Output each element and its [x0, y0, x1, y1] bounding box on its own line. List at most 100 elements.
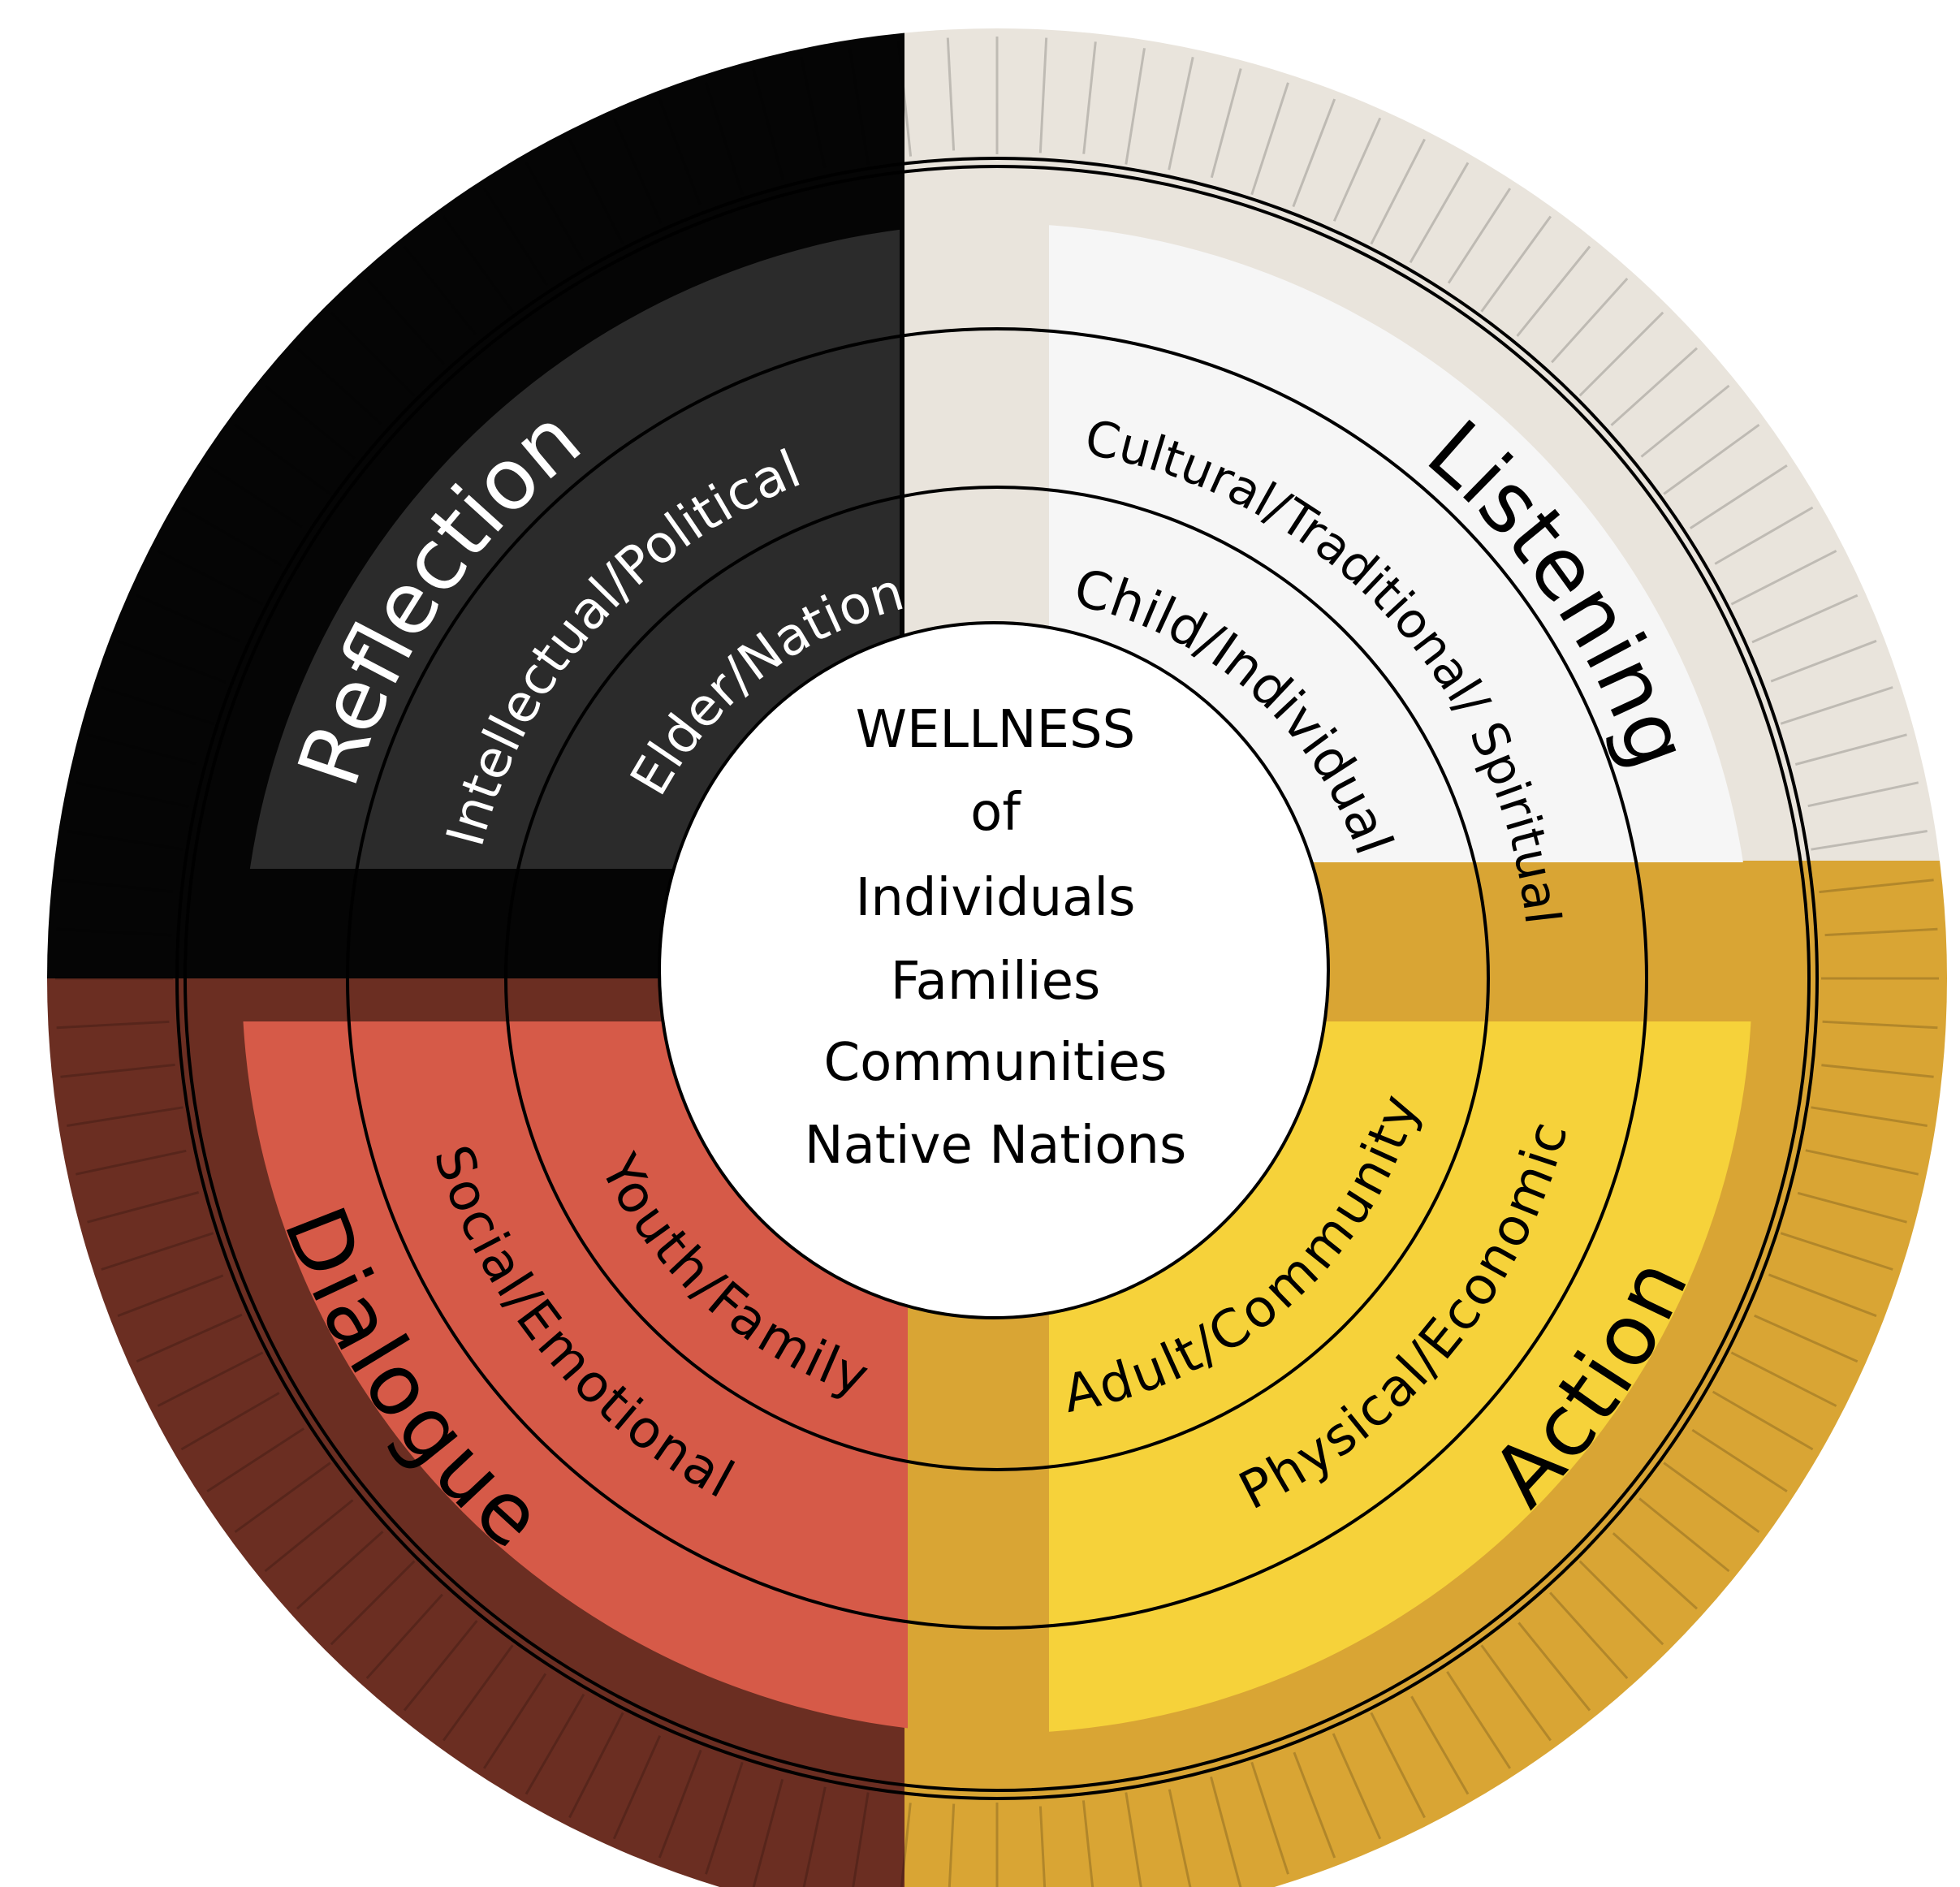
- texture-stroke: [1811, 1106, 1928, 1127]
- texture-stroke: [234, 423, 331, 495]
- texture-stroke: [56, 927, 172, 937]
- texture-stroke: [897, 1803, 912, 1887]
- texture-stroke: [330, 1560, 416, 1646]
- texture-stroke: [157, 1351, 264, 1407]
- texture-stroke: [1770, 639, 1877, 683]
- texture-stroke: [1610, 347, 1699, 426]
- center-line-individuals: Individuals: [855, 868, 1135, 928]
- texture-stroke: [612, 117, 663, 224]
- texture-stroke: [1797, 1191, 1907, 1224]
- texture-stroke: [403, 245, 477, 335]
- center-line-native-nations: Native Nations: [805, 1116, 1187, 1176]
- texture-stroke: [56, 1020, 170, 1030]
- texture-stroke: [1663, 423, 1760, 495]
- texture-stroke: [1822, 1020, 1938, 1030]
- texture-stroke: [1578, 311, 1664, 397]
- texture-stroke: [365, 277, 445, 365]
- texture-stroke: [60, 1063, 175, 1078]
- texture-stroke: [264, 1499, 354, 1573]
- texture-stroke: [1689, 464, 1788, 529]
- texture-stroke: [1210, 68, 1242, 179]
- texture-stroke: [101, 686, 214, 725]
- texture-stroke: [946, 1803, 956, 1887]
- texture-stroke: [1250, 1761, 1289, 1875]
- texture-stroke: [180, 506, 283, 567]
- texture-stroke: [1640, 384, 1730, 458]
- texture-stroke: [525, 162, 584, 261]
- texture-stroke: [206, 464, 303, 529]
- texture-stroke: [1480, 215, 1552, 313]
- texture-stroke: [136, 1313, 243, 1363]
- texture-stroke: [1293, 1751, 1336, 1859]
- texture-stroke: [1819, 879, 1934, 894]
- center-line-of: of: [970, 783, 1021, 843]
- texture-stroke: [1409, 162, 1470, 264]
- texture-stroke: [752, 68, 784, 181]
- texture-stroke: [1730, 550, 1837, 606]
- texture-stroke: [1612, 1532, 1699, 1610]
- texture-stroke: [60, 879, 173, 893]
- texture-stroke: [1332, 117, 1382, 222]
- texture-stroke: [658, 1749, 702, 1859]
- texture-stroke: [1125, 48, 1146, 165]
- texture-stroke: [1292, 98, 1336, 208]
- texture-stroke: [1038, 1806, 1048, 1887]
- texture-stroke: [1516, 245, 1591, 337]
- texture-stroke: [67, 1106, 183, 1127]
- texture-stroke: [1663, 1462, 1760, 1534]
- texture-stroke: [157, 550, 264, 606]
- texture-stroke: [1754, 1314, 1859, 1363]
- texture-stroke: [1210, 1776, 1242, 1887]
- rings: [175, 157, 1819, 1800]
- texture-stroke: [897, 41, 913, 157]
- texture-stroke: [1768, 1273, 1877, 1318]
- texture-stroke: [1250, 82, 1289, 196]
- texture-stroke: [234, 1462, 331, 1534]
- texture-stroke: [75, 1149, 187, 1176]
- texture-stroke: [296, 1531, 384, 1610]
- center-line-families: Families: [891, 952, 1101, 1012]
- texture-stroke: [365, 1593, 443, 1680]
- texture-stroke: [1446, 1670, 1512, 1769]
- texture-stroke: [1821, 1064, 1934, 1078]
- texture-stroke: [946, 37, 956, 151]
- texture-stroke: [1638, 1497, 1730, 1573]
- texture-stroke: [442, 215, 514, 313]
- texture-stroke: [264, 384, 356, 460]
- texture-stroke: [180, 1392, 280, 1451]
- texture-stroke: [1332, 1733, 1382, 1840]
- texture-stroke: [1780, 686, 1893, 725]
- texture-stroke: [330, 311, 416, 397]
- texture-stroke: [1751, 594, 1859, 644]
- texture-stroke: [1807, 781, 1919, 808]
- texture-stroke: [705, 1761, 744, 1875]
- texture-stroke: [1082, 41, 1097, 154]
- texture-stroke: [1081, 1800, 1097, 1887]
- texture-stroke: [848, 48, 870, 165]
- texture-stroke: [136, 594, 240, 643]
- texture-stroke: [1578, 1560, 1664, 1646]
- texture-stroke: [800, 56, 827, 168]
- ring-inner: [504, 486, 1490, 1471]
- texture-stroke: [117, 639, 227, 684]
- texture-stroke: [658, 98, 702, 205]
- texture-stroke: [442, 1644, 514, 1742]
- texture-stroke: [1691, 1428, 1788, 1493]
- texture-stroke: [101, 1232, 214, 1271]
- texture-stroke: [800, 1786, 827, 1887]
- center-text: WELLNESS of Individuals Families Communi…: [805, 700, 1187, 1176]
- texture-stroke: [752, 1778, 784, 1887]
- texture-stroke: [1168, 56, 1194, 171]
- ring-outer-inner: [183, 165, 1811, 1792]
- texture-stroke: [206, 1427, 305, 1493]
- texture-stroke: [1780, 1232, 1893, 1271]
- texture-stroke: [848, 1792, 870, 1887]
- texture-stroke: [705, 82, 744, 196]
- texture-stroke: [568, 1712, 624, 1819]
- texture-stroke: [1824, 927, 1938, 937]
- center-line-wellness: WELLNESS: [856, 700, 1136, 760]
- texture-stroke: [1517, 1621, 1591, 1712]
- texture-stroke: [612, 1735, 662, 1840]
- texture-stroke: [1551, 277, 1629, 364]
